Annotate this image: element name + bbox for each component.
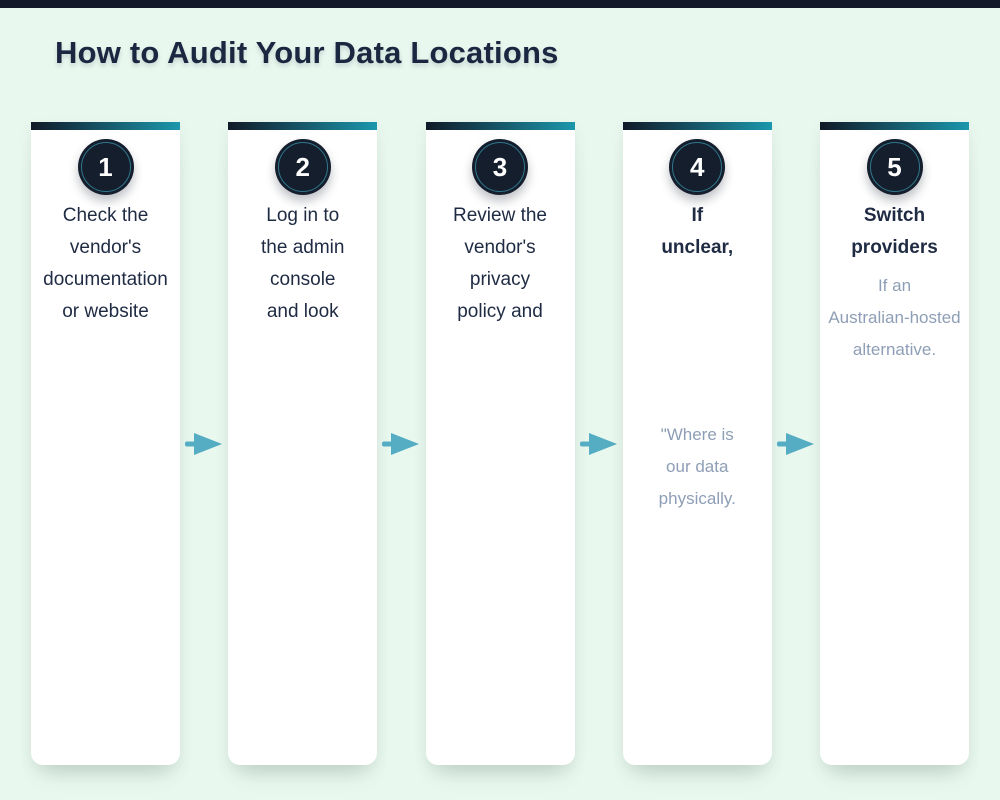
step-subtext: If an Australian-hosted alternative. bbox=[820, 270, 969, 366]
step-card-4: 4 If unclear, "Where is our data physica… bbox=[622, 122, 772, 765]
subtext-line: alternative. bbox=[852, 340, 937, 359]
heading-line: and look bbox=[266, 301, 339, 322]
heading-line: privacy bbox=[469, 269, 531, 290]
heading-line: Switch bbox=[863, 205, 926, 226]
step-number-badge: 4 bbox=[669, 139, 726, 195]
arrow-right-icon bbox=[382, 432, 420, 455]
heading-line: vendor's bbox=[69, 237, 142, 258]
arrow-right-icon bbox=[185, 432, 223, 455]
step-heading: Review the vendor's privacy policy and bbox=[426, 200, 575, 328]
heading-line: Review the bbox=[453, 205, 547, 226]
subtext-line: If an bbox=[877, 276, 912, 295]
heading-line: documentation bbox=[43, 269, 168, 290]
flow-connector bbox=[377, 122, 425, 765]
step-number: 5 bbox=[887, 151, 902, 182]
step-card-2: 2 Log in to the admin console and look bbox=[228, 122, 378, 765]
step-card-3: 3 Review the vendor's privacy policy and bbox=[425, 122, 575, 765]
heading-line: unclear, bbox=[661, 237, 734, 258]
step-heading: Log in to the admin console and look bbox=[228, 200, 377, 328]
flow-connector bbox=[772, 122, 820, 765]
subtext-line: Australian-hosted bbox=[828, 308, 961, 327]
flow-connector bbox=[575, 122, 623, 765]
step-number: 2 bbox=[295, 151, 310, 182]
subtext-line: "Where is bbox=[660, 425, 734, 444]
steps-flow: 1 Check the vendor's documentation or we… bbox=[31, 122, 969, 765]
step-subtext: "Where is our data physically. bbox=[623, 419, 772, 515]
step-card-5: 5 Switch providers If an Australian-host… bbox=[820, 122, 969, 765]
subtext-line: physically. bbox=[658, 489, 736, 508]
card-accent-bar bbox=[31, 122, 180, 130]
step-number-badge: 2 bbox=[274, 139, 331, 195]
heading-line: policy and bbox=[457, 301, 543, 322]
flow-connector bbox=[180, 122, 228, 765]
heading-line: If bbox=[691, 205, 704, 226]
step-card-1: 1 Check the vendor's documentation or we… bbox=[31, 122, 180, 765]
card-accent-bar bbox=[425, 122, 575, 130]
arrow-right-icon bbox=[776, 432, 814, 455]
step-heading: Check the vendor's documentation or webs… bbox=[31, 200, 180, 328]
subtext-line: our data bbox=[666, 457, 729, 476]
heading-line: vendor's bbox=[464, 237, 536, 258]
arrow-right-icon bbox=[579, 432, 617, 455]
heading-line: providers bbox=[851, 237, 938, 258]
heading-line: Check the bbox=[62, 205, 149, 226]
step-heading: If unclear, bbox=[623, 200, 772, 264]
page-title: How to Audit Your Data Locations bbox=[55, 35, 559, 70]
step-heading: Switch providers bbox=[820, 200, 969, 264]
heading-line: the admin bbox=[261, 237, 345, 258]
heading-line: Log in to bbox=[266, 205, 340, 226]
top-accent-bar bbox=[0, 0, 1000, 8]
heading-line: or website bbox=[62, 301, 149, 322]
step-number: 3 bbox=[492, 151, 508, 182]
card-accent-bar bbox=[820, 122, 969, 130]
step-number: 4 bbox=[690, 151, 705, 182]
step-number-badge: 3 bbox=[472, 139, 528, 195]
card-accent-bar bbox=[228, 122, 378, 130]
card-accent-bar bbox=[622, 122, 772, 130]
step-number-badge: 5 bbox=[866, 139, 923, 195]
step-number-badge: 1 bbox=[77, 139, 134, 195]
step-number: 1 bbox=[98, 151, 113, 182]
heading-line: console bbox=[270, 269, 336, 290]
